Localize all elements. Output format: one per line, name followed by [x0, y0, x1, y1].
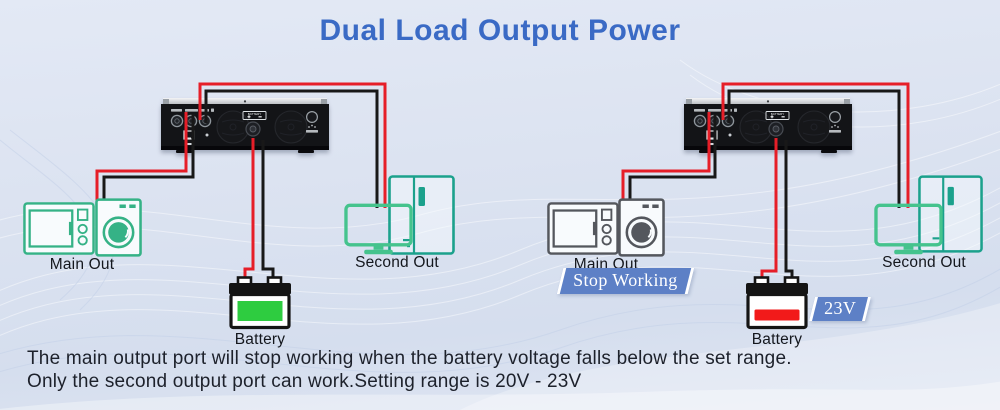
monitor-icon	[344, 203, 413, 255]
voltage-badge-text: 23V	[824, 298, 857, 318]
microwave-icon	[22, 202, 96, 255]
battery-charge-full	[237, 301, 283, 321]
washing-machine-stopped-icon	[618, 198, 665, 257]
page-title: Dual Load Output Power	[319, 14, 681, 47]
wire-left-battery-red	[243, 138, 255, 288]
second-out-label-right: Second Out	[882, 254, 966, 271]
wire-right-battery-red	[760, 138, 778, 288]
description-line-1: The main output port will stop working w…	[27, 348, 792, 369]
microwave-stopped-icon	[546, 202, 620, 255]
stop-working-badge: Stop Working	[556, 268, 694, 294]
inverter-device-left	[160, 98, 330, 156]
wire-left-battery-black	[261, 140, 275, 288]
stop-working-badge-text: Stop Working	[573, 270, 678, 290]
second-out-label-left: Second Out	[355, 254, 439, 271]
battery-icon-right	[746, 276, 808, 330]
description-text: The main output port will stop working w…	[27, 348, 792, 393]
voltage-badge: 23V	[809, 297, 872, 321]
washing-machine-icon	[95, 198, 142, 257]
description-line-2: Only the second output port can work.Set…	[27, 370, 582, 392]
monitor-icon-right	[874, 203, 943, 255]
battery-label-left: Battery	[234, 331, 286, 348]
wire-right-battery-black	[784, 140, 794, 288]
battery-charge-low	[754, 309, 800, 321]
inverter-device-right	[683, 98, 853, 156]
battery-icon-left	[229, 276, 291, 330]
battery-label-right: Battery	[751, 331, 803, 348]
main-out-label-left: Main Out	[49, 256, 115, 273]
